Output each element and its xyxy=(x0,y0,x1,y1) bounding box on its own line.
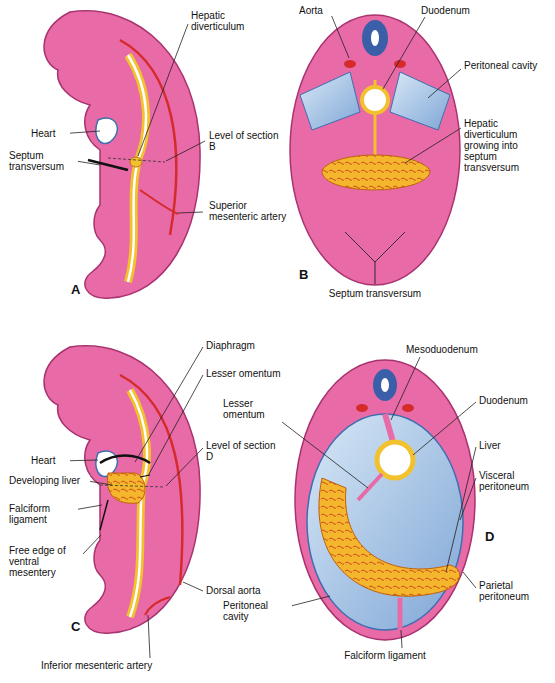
panel-letter: A xyxy=(70,283,81,297)
part-label: Duodenum xyxy=(478,395,550,406)
panel-letter: B xyxy=(298,268,309,282)
part-label: Peritoneal cavity xyxy=(463,60,548,71)
leader-lines-d xyxy=(282,357,476,648)
part-label: Diaphragm xyxy=(205,340,285,351)
part-label: Aorta xyxy=(298,5,338,16)
part-label: Superior mesenteric artery xyxy=(208,200,288,222)
panel-letter: C xyxy=(70,620,81,634)
part-label: Visceral peritoneum xyxy=(478,470,550,492)
part-label: Mesoduodenum xyxy=(405,344,495,355)
leader-lines-c xyxy=(58,347,203,658)
part-label: Peritoneal cavity xyxy=(222,600,292,622)
part-label: Septum transversum xyxy=(320,288,430,299)
part-label: Level of section D xyxy=(205,440,285,462)
part-label: Free edge of ventral mesentery xyxy=(8,545,83,578)
part-label: Hepatic diverticulum xyxy=(190,10,280,32)
leader-lines-a xyxy=(58,24,205,213)
part-label: Inferior mesenteric artery xyxy=(40,660,215,671)
panel-letter: D xyxy=(484,530,495,544)
part-label: Level of section B xyxy=(208,130,288,152)
part-label: Heart xyxy=(30,128,70,139)
part-label: Falciform ligament xyxy=(8,503,78,525)
part-label: Hepatic diverticulum growing into septum… xyxy=(463,118,548,173)
part-label: Liver xyxy=(478,440,550,451)
section-b xyxy=(290,15,460,285)
part-label: Lesser omentum xyxy=(205,368,285,379)
part-label: Developing liver xyxy=(8,475,90,486)
leader-lines-b xyxy=(330,12,461,163)
part-label: Septum transversum xyxy=(8,150,78,172)
part-label: Lesser omentum xyxy=(222,398,292,420)
part-label: Parietal peritoneum xyxy=(478,580,550,602)
part-label: Dorsal aorta xyxy=(205,585,285,596)
part-label: Heart xyxy=(30,455,70,466)
embryo-c xyxy=(44,346,200,633)
part-label: Falciform ligament xyxy=(320,650,450,661)
part-label: Duodenum xyxy=(420,5,500,16)
